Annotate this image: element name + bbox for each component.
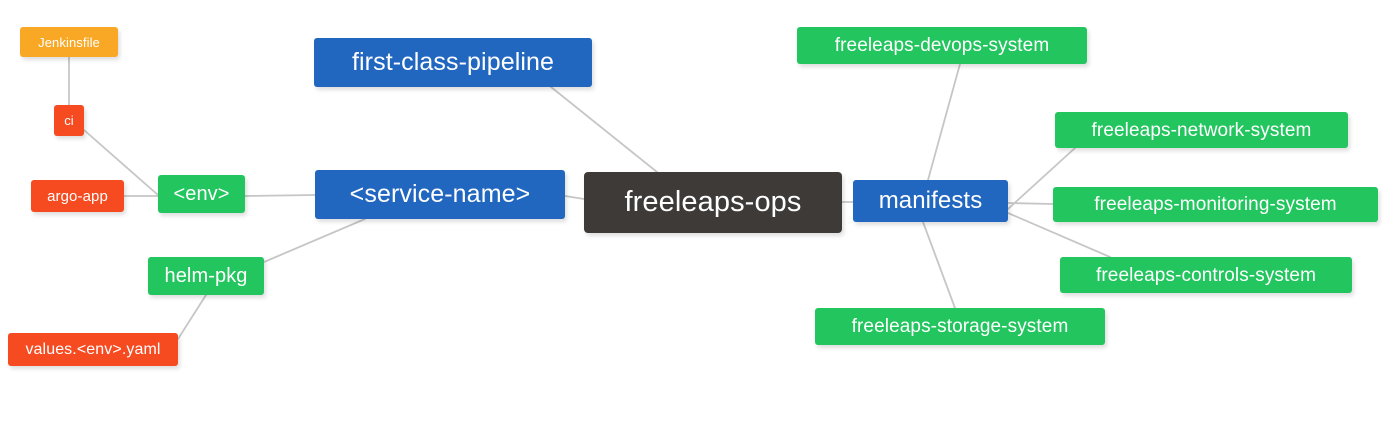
mindmap-node-monitoring[interactable]: freeleaps-monitoring-system (1053, 187, 1378, 222)
node-label: first-class-pipeline (351, 48, 555, 76)
node-label: freeleaps-network-system (1091, 119, 1312, 141)
mindmap-node-helm-pkg[interactable]: helm-pkg (148, 257, 264, 295)
mindmap-node-jenkinsfile[interactable]: Jenkinsfile (20, 27, 118, 57)
node-label: freeleaps-ops (624, 186, 802, 218)
mindmap-node-service-name[interactable]: <service-name> (315, 170, 565, 219)
edge-service-name-to-root (564, 195, 585, 200)
mindmap-node-manifests[interactable]: manifests (853, 180, 1008, 222)
node-label: Jenkinsfile (38, 34, 100, 50)
mindmap-node-ci[interactable]: ci (54, 105, 84, 136)
edge-values-yaml-to-helm-pkg (177, 294, 207, 340)
node-label: <env> (173, 183, 230, 205)
mindmap-node-storage[interactable]: freeleaps-storage-system (815, 308, 1105, 345)
node-label: freeleaps-controls-system (1095, 264, 1317, 286)
mindmap-node-root[interactable]: freeleaps-ops (584, 172, 842, 233)
edge-pipeline-to-root (550, 86, 658, 173)
node-label: <service-name> (349, 180, 531, 208)
mindmap-node-argo-app[interactable]: argo-app (31, 180, 124, 212)
edge-manifests-to-monitoring (1007, 202, 1054, 205)
mindmap-node-env[interactable]: <env> (158, 175, 245, 213)
node-label: argo-app (47, 187, 108, 205)
edge-manifests-to-devops (927, 63, 961, 181)
node-label: freeleaps-devops-system (834, 35, 1050, 56)
node-label: ci (64, 113, 74, 128)
node-label: freeleaps-monitoring-system (1094, 194, 1337, 215)
mindmap-node-controls[interactable]: freeleaps-controls-system (1060, 257, 1352, 293)
mindmap-node-network[interactable]: freeleaps-network-system (1055, 112, 1348, 148)
edge-env-to-service-name (244, 194, 316, 197)
edge-helm-pkg-to-service-name (263, 218, 366, 263)
mindmap-node-values-yaml[interactable]: values.<env>.yaml (8, 333, 178, 366)
mindmap-node-devops[interactable]: freeleaps-devops-system (797, 27, 1087, 64)
node-label: values.<env>.yaml (25, 340, 161, 358)
node-label: manifests (878, 187, 983, 214)
node-label: freeleaps-storage-system (851, 316, 1069, 337)
node-label: helm-pkg (164, 265, 248, 287)
mindmap-node-pipeline[interactable]: first-class-pipeline (314, 38, 592, 87)
edge-manifests-to-storage (922, 221, 956, 309)
